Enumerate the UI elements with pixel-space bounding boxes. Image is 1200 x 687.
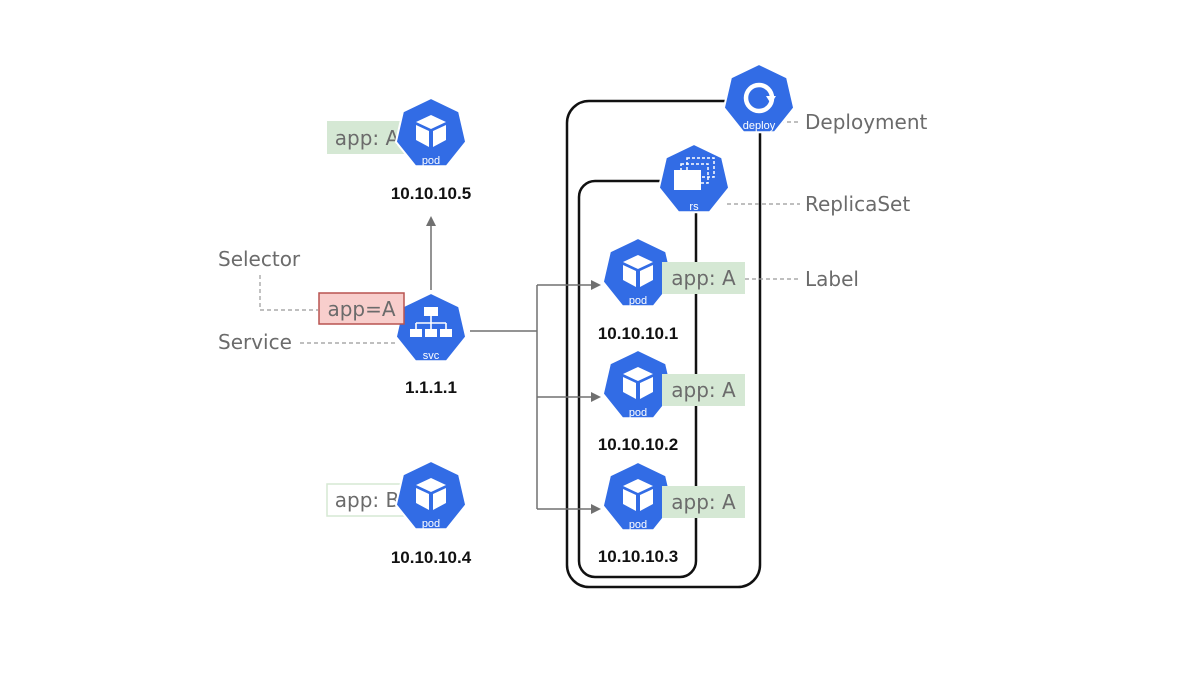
rs-stack-front [674, 170, 701, 190]
replicaset-node[interactable]: rs [657, 142, 731, 214]
pod-1-label: app: A [671, 266, 736, 290]
pod-5-label-tag [327, 121, 408, 154]
pod-5-label: app: A [335, 126, 400, 150]
pod-10-10-10-5[interactable]: pod [394, 96, 468, 168]
service-node[interactable]: svc [394, 291, 468, 363]
traffic-arrows [426, 216, 601, 514]
pod-4-label-tag [326, 483, 409, 517]
pod-icon [394, 96, 468, 168]
pod-3-caption: pod [629, 519, 647, 531]
pod-3-label: app: A [671, 490, 736, 514]
pod-2-caption: pod [629, 407, 647, 419]
pod-4-ip: 10.10.10.4 [391, 548, 472, 567]
pod-10-10-10-2[interactable]: pod [601, 348, 675, 420]
replicaset-annotation: ReplicaSet [805, 192, 910, 216]
deployment-boundary [565, 99, 762, 589]
pod-10-10-10-3[interactable]: pod [601, 460, 675, 532]
pod-1-label-tag [662, 262, 745, 294]
pod-icon [394, 459, 468, 531]
pod-10-10-10-4[interactable]: pod [394, 459, 468, 531]
pod-cube-glyph [623, 255, 653, 287]
selector-tag [318, 292, 405, 325]
svc-network-glyph [410, 307, 452, 337]
pod-2-label-tag [662, 374, 745, 406]
service-ip: 1.1.1.1 [405, 378, 457, 397]
label-annotation: Label [805, 267, 859, 291]
svc-caption: svc [423, 350, 440, 362]
selector-connector [259, 275, 318, 311]
pod-3-label-tag [662, 486, 745, 518]
pod-5-ip: 10.10.10.5 [391, 184, 471, 203]
pod-icon [601, 236, 675, 308]
pod-cube-glyph [623, 479, 653, 511]
pod-cube-glyph [416, 115, 446, 147]
rs-caption: rs [689, 201, 699, 213]
annotation-connectors [259, 121, 800, 344]
deploy-node[interactable]: deploy [722, 62, 796, 134]
pod-icon [601, 348, 675, 420]
selector-tag-text: app=A [327, 297, 395, 321]
deploy-caption: deploy [743, 120, 776, 132]
deploy-icon [722, 62, 796, 134]
deployment-annotation: Deployment [805, 110, 927, 134]
pod-2-label: app: A [671, 378, 736, 402]
pod-cube-glyph [416, 478, 446, 510]
selector-annotation: Selector [218, 247, 301, 271]
pod-4-caption: pod [422, 518, 440, 530]
pod-cube-glyph [623, 367, 653, 399]
pod-2-ip: 10.10.10.2 [598, 435, 678, 454]
deploy-rotate-arrow [766, 96, 776, 104]
pod-10-10-10-1[interactable]: pod [601, 236, 675, 308]
pod-1-ip: 10.10.10.1 [598, 324, 678, 343]
rs-stack-back [686, 157, 715, 178]
pod-1-caption: pod [629, 295, 647, 307]
pod-icon [601, 460, 675, 532]
pod-5-caption: pod [422, 155, 440, 167]
pod-3-ip: 10.10.10.3 [598, 547, 678, 566]
service-annotation: Service [218, 330, 292, 354]
pod-4-label: app: B [335, 488, 399, 512]
